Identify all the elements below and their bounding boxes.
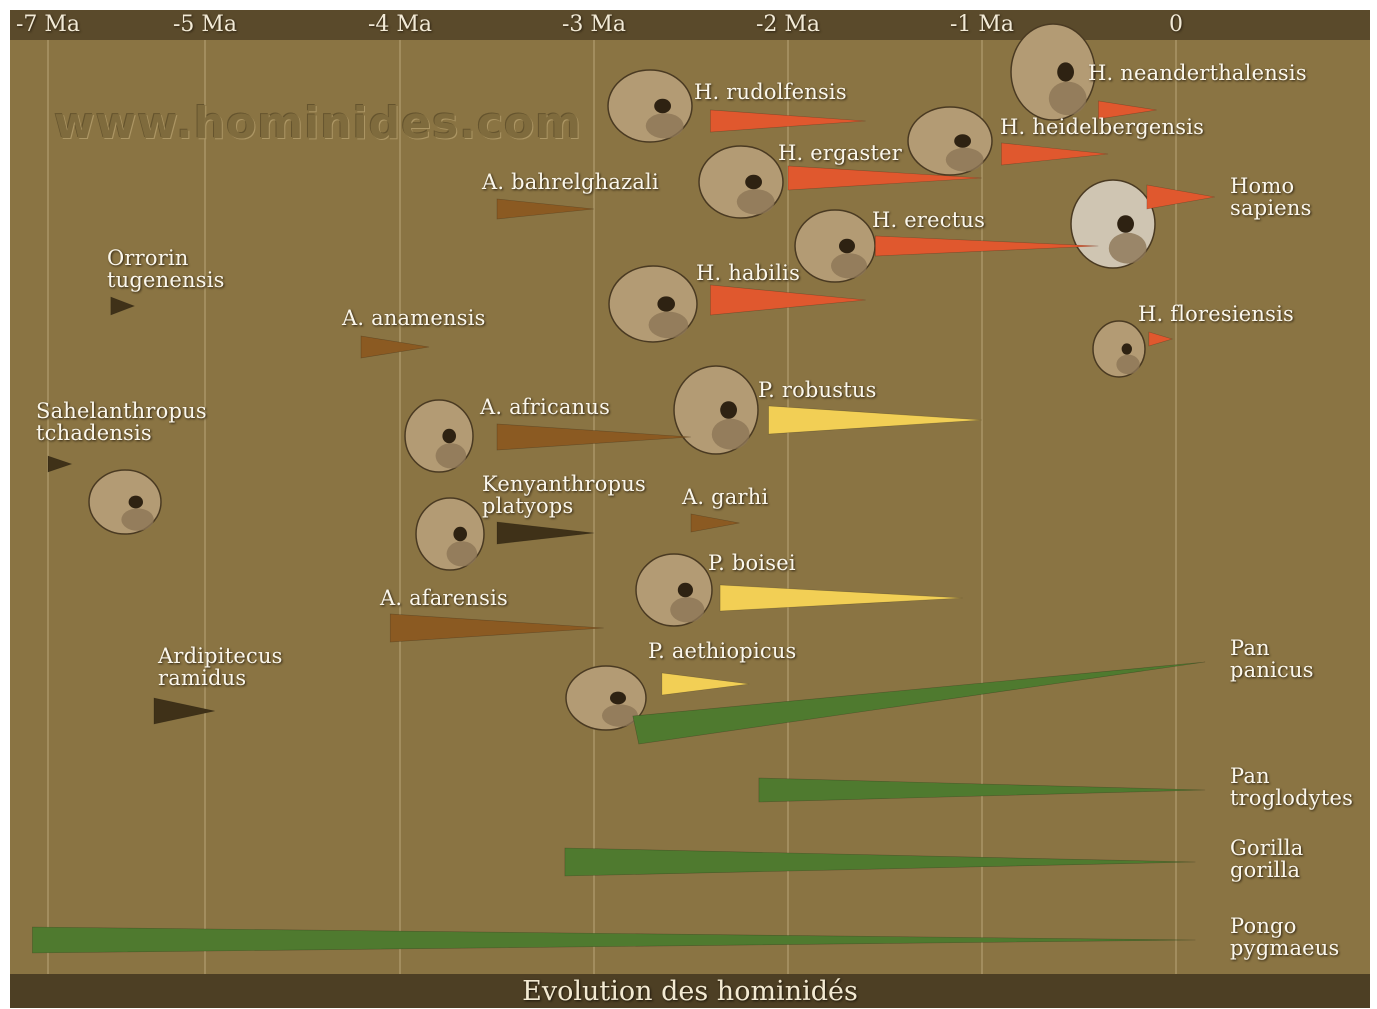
species-label-boisei: P. boisei xyxy=(708,551,796,575)
skull-icon xyxy=(608,265,698,343)
range-wedge-ergaster xyxy=(787,165,983,191)
species-label-bahrelghazali: A. bahrelghazali xyxy=(482,170,659,194)
axis-tick-label: -5 Ma xyxy=(172,12,238,37)
range-wedge-sapiens xyxy=(1146,184,1215,210)
range-wedge-rudolfensis xyxy=(710,109,866,133)
bottom-title-bar xyxy=(10,974,1370,1008)
range-wedge-boisei xyxy=(719,584,963,612)
skull-icon xyxy=(415,497,485,571)
gridlines xyxy=(47,40,1177,974)
range-wedge-robustus xyxy=(768,405,983,435)
species-label-africanus: A. africanus xyxy=(480,395,611,419)
range-wedge-habilis xyxy=(710,284,866,316)
skull-icon xyxy=(88,469,162,535)
skull-icon xyxy=(635,553,713,627)
timeline-canvas xyxy=(10,10,1370,1008)
range-wedge-pongo xyxy=(32,926,1196,954)
range-wedge-orrorin xyxy=(110,296,136,316)
axis-tick-label: -1 Ma xyxy=(949,12,1015,37)
range-wedge-bahrelghazali xyxy=(496,198,595,220)
species-label-rudolfensis: H. rudolfensis xyxy=(694,80,847,104)
species-label-pongo: Pongo pygmaeus xyxy=(1230,914,1340,960)
range-wedge-sahelanthropus xyxy=(47,455,73,473)
range-wedge-platyops xyxy=(496,521,595,545)
species-label-ergaster: H. ergaster xyxy=(778,141,902,165)
species-label-garhi: A. garhi xyxy=(682,485,769,509)
range-wedge-africanus xyxy=(496,423,692,451)
species-label-habilis: H. habilis xyxy=(696,261,801,285)
skull-icon xyxy=(1010,23,1096,121)
range-wedge-aethiopicus xyxy=(661,672,750,696)
diagram-title: Evolution des hominidés xyxy=(522,976,858,1007)
axis-tick-label: -2 Ma xyxy=(755,12,821,37)
range-wedge-heidelbergensis xyxy=(1001,142,1109,166)
range-wedge-pan_paniscus xyxy=(632,661,1206,745)
species-label-neanderthalensis: H. neanderthalensis xyxy=(1088,61,1307,85)
skull-icon xyxy=(565,665,647,731)
skull-icon xyxy=(607,69,693,143)
species-label-erectus: H. erectus xyxy=(872,208,986,232)
range-wedge-anamensis xyxy=(360,335,430,359)
species-label-floresiensis: H. floresiensis xyxy=(1138,302,1294,326)
skull-icon xyxy=(794,209,876,283)
axis-tick-label: -4 Ma xyxy=(367,12,433,37)
species-label-platyops: Kenyanthropus platyops xyxy=(482,472,646,518)
species-label-sapiens: Homo sapiens xyxy=(1230,174,1312,220)
range-wedge-afarensis xyxy=(389,613,604,643)
skull-icon xyxy=(1092,320,1146,378)
species-label-pan_troglodytes: Pan troglodytes xyxy=(1230,764,1354,810)
species-label-gorilla: Gorilla gorilla xyxy=(1230,836,1304,882)
range-wedge-pan_troglodytes xyxy=(758,777,1206,803)
skull-images xyxy=(88,23,1156,731)
range-wedge-ramidus xyxy=(153,697,215,725)
species-label-anamensis: A. anamensis xyxy=(342,306,486,330)
species-label-heidelbergensis: H. heidelbergensis xyxy=(1000,115,1205,139)
species-label-aethiopicus: P. aethiopicus xyxy=(648,639,797,663)
species-label-sahelanthropus: Sahelanthropus tchadensis xyxy=(36,399,207,445)
species-range-wedges xyxy=(32,100,1215,954)
range-wedge-erectus xyxy=(874,235,1099,257)
diagram-background xyxy=(10,10,1370,1008)
species-label-ramidus: Ardipitecus ramidus xyxy=(158,644,283,690)
range-wedge-garhi xyxy=(690,513,740,533)
skull-icon xyxy=(404,399,474,473)
axis-tick-label: -7 Ma xyxy=(15,12,81,37)
watermark: www.hominides.com xyxy=(54,98,583,149)
range-wedge-neanderthalensis xyxy=(1098,100,1157,120)
skull-icon xyxy=(907,106,993,176)
skull-icon xyxy=(1070,179,1156,269)
range-wedge-floresiensis xyxy=(1148,331,1174,347)
range-wedge-gorilla xyxy=(564,847,1196,877)
axis-tick-label: -3 Ma xyxy=(561,12,627,37)
species-label-robustus: P. robustus xyxy=(758,378,877,402)
skull-icon xyxy=(673,365,759,455)
hominid-evolution-diagram: www.hominides.com -7 Ma -5 Ma -4 Ma -3 Ma -2… xyxy=(10,10,1370,1008)
species-label-orrorin: Orrorin tugenensis xyxy=(107,246,225,292)
skull-icon xyxy=(698,145,784,219)
axis-tick-label: 0 xyxy=(1169,12,1183,37)
species-label-afarensis: A. afarensis xyxy=(380,586,508,610)
species-label-pan_paniscus: Pan panicus xyxy=(1230,636,1314,682)
top-axis-bar xyxy=(10,10,1370,40)
